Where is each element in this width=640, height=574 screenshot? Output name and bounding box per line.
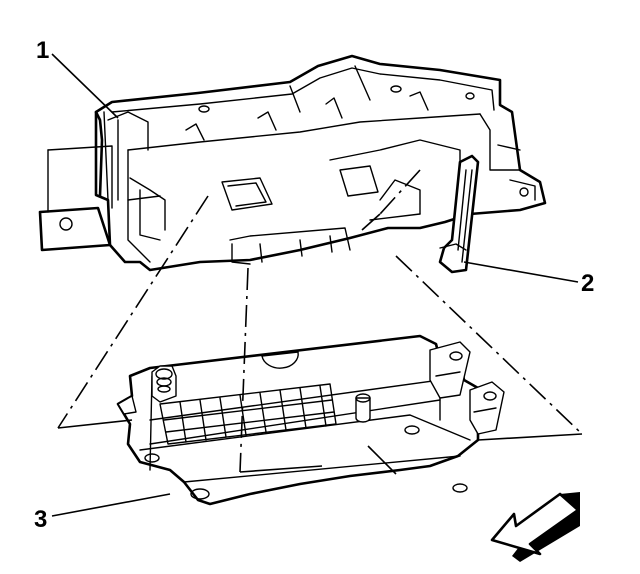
callout-2: 2 [463, 261, 594, 297]
alignment-lines [57, 169, 583, 475]
callout-1: 1 [36, 37, 119, 119]
fuse-cavities [159, 383, 337, 445]
callout-label-2: 2 [581, 270, 594, 297]
fuse-block [116, 334, 505, 506]
callout-label-1: 1 [36, 37, 49, 64]
direction-arrow-icon [490, 492, 580, 562]
callout-label-3: 3 [34, 506, 47, 533]
callout-3: 3 [34, 493, 171, 533]
mounting-bracket [38, 54, 547, 274]
